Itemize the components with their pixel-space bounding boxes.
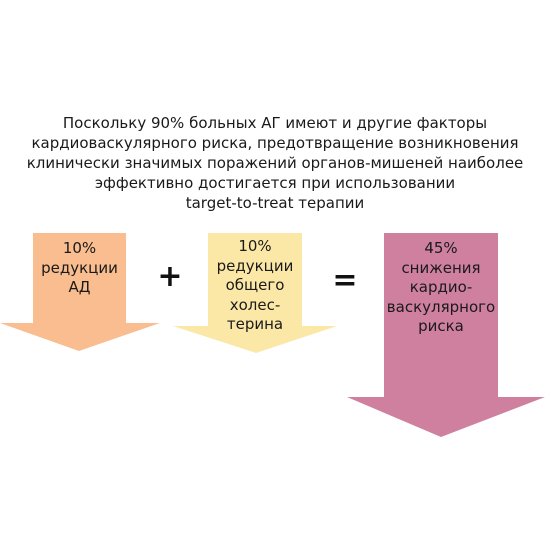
- arrow-bp-reduction: [0, 233, 160, 351]
- arrow-cv-risk-label-line-4: васкулярного: [386, 297, 496, 316]
- arrow-cholesterol-label-line-2: редукции: [216, 256, 294, 275]
- plus-sign: +: [157, 259, 183, 294]
- arrow-cv-risk-label-line-2: снижения: [401, 258, 481, 277]
- headline-line-5: target-to-treat терапии: [185, 194, 365, 212]
- arrow-cholesterol-label-line-3: общего: [225, 276, 285, 294]
- arrow-cholesterol-label: 10% редукции общего холес- терина: [202, 237, 308, 335]
- equals-sign: =: [332, 263, 358, 298]
- headline: Поскольку 90% больных АГ имеют и другие …: [10, 113, 540, 213]
- headline-line-1: Поскольку 90% больных АГ имеют и другие …: [62, 114, 488, 132]
- arrow-cholesterol-label-line-4: холес-: [229, 295, 281, 314]
- headline-line-3: клинически значимых поражений органов-ми…: [26, 154, 524, 172]
- arrow-cv-risk-label-line-3: кардио-: [409, 278, 473, 296]
- arrow-cv-risk-label-line-5: риска: [418, 317, 464, 335]
- arrow-cv-risk-label: 45% снижения кардио- васкулярного риска: [374, 239, 508, 337]
- arrow-cv-risk-label-line-1: 45%: [424, 239, 458, 257]
- arrow-cholesterol-label-line-1: 10%: [238, 237, 272, 255]
- arrow-cholesterol-label-line-5: терина: [226, 315, 284, 333]
- arrow-cv-risk-reduction: [347, 233, 545, 437]
- arrow-bp-label-line-3: АД: [68, 278, 91, 296]
- arrow-bp-label: 10% редукции АД: [33, 239, 126, 298]
- headline-line-4: эффективно достигается при использовании: [94, 174, 456, 192]
- arrow-bp-label-line-1: 10%: [62, 239, 97, 257]
- headline-line-2: кардиоваскулярного риска, предотвращение…: [31, 134, 519, 152]
- arrow-bp-label-line-2: редукции: [41, 258, 118, 277]
- arrow-cholesterol-reduction: [173, 233, 337, 353]
